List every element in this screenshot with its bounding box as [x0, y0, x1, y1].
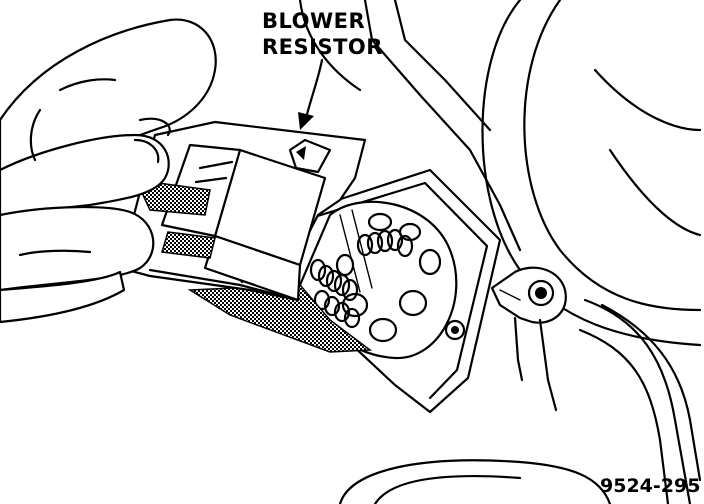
- callout-label-line1: BLOWER: [262, 9, 365, 33]
- blower-housing: [298, 0, 702, 504]
- plate-shadow: [187, 284, 373, 353]
- mounting-tab: [490, 266, 567, 412]
- figure-number: 9524-295: [600, 475, 700, 497]
- technician-hand: [0, 18, 217, 324]
- connector-bracket: [118, 120, 367, 302]
- callout-label-line2: RESISTOR: [262, 35, 383, 59]
- resistor-element: [298, 200, 458, 360]
- resistor-coils: [309, 228, 414, 329]
- callout-leader: [298, 58, 324, 130]
